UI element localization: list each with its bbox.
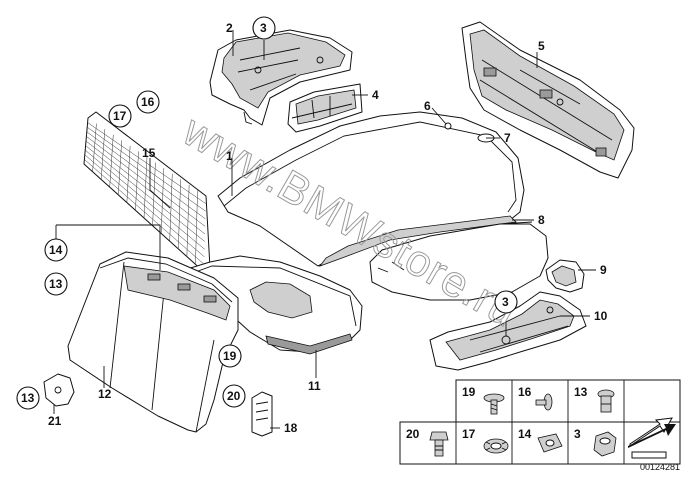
legend-3: 3 <box>574 427 581 441</box>
screw-19-icon <box>483 393 505 415</box>
callout-13b-circle <box>16 386 40 410</box>
callout-12: 12 <box>98 387 112 401</box>
callout-6: 6 <box>424 99 431 113</box>
callout-16: 16 <box>141 95 155 109</box>
diagram-id: 00124281 <box>640 462 680 472</box>
callout-17-circle <box>108 104 132 128</box>
callout-3-circle <box>252 16 276 40</box>
callout-3b-circle <box>494 290 518 314</box>
callout-3: 3 <box>260 21 267 35</box>
callout-14-circle <box>44 238 68 262</box>
callout-20-circle <box>222 384 246 408</box>
leader-lines <box>53 30 596 429</box>
legend-13: 13 <box>574 385 588 399</box>
legend-19: 19 <box>462 385 476 399</box>
small-parts-legend: 19 16 13 20 17 14 3 <box>399 379 681 465</box>
callout-8: 8 <box>538 213 545 227</box>
callout-5: 5 <box>538 39 545 53</box>
callout-13: 13 <box>49 277 63 291</box>
callout-21: 21 <box>48 414 62 428</box>
callout-1: 1 <box>226 149 233 163</box>
callout-9: 9 <box>600 263 607 277</box>
callout-10: 10 <box>594 309 608 323</box>
callout-2: 2 <box>226 21 233 35</box>
callouts: 2 3 4 5 6 7 1 8 9 3 10 11 12 16 17 15 14… <box>16 16 608 435</box>
callout-20: 20 <box>227 389 241 403</box>
part-4-bracket <box>287 83 363 133</box>
part-1-floor-carpet <box>217 111 525 267</box>
callout-19: 19 <box>223 349 237 363</box>
rivet-16-icon <box>535 393 553 411</box>
legend-20: 20 <box>406 427 420 441</box>
callout-15: 15 <box>142 146 156 160</box>
part-10-bracket <box>429 291 587 371</box>
part-5-trim-panel <box>461 21 635 179</box>
legend-16: 16 <box>518 385 532 399</box>
legend-14: 14 <box>518 427 532 441</box>
callout-4: 4 <box>372 88 379 102</box>
callout-19-circle <box>218 344 242 368</box>
part-9-clip <box>545 259 585 293</box>
arrow-icon <box>628 417 676 459</box>
callout-17: 17 <box>113 109 127 123</box>
part-6-pin <box>444 122 452 130</box>
nut-3-icon <box>593 431 617 457</box>
callout-13b: 13 <box>21 391 35 405</box>
nut-clip-14-icon <box>537 433 563 453</box>
callout-18: 18 <box>284 421 298 435</box>
part-8-floor-cover <box>369 221 549 301</box>
bolt-20-icon <box>429 431 449 457</box>
callout-7: 7 <box>504 131 511 145</box>
callout-13-circle <box>44 272 68 296</box>
callout-11: 11 <box>308 379 321 393</box>
callout-14: 14 <box>49 243 63 257</box>
part-18-strip <box>251 391 273 437</box>
part-11-floor-panel <box>183 255 363 355</box>
washer-17-icon <box>483 438 509 454</box>
part-12-panel <box>67 251 239 433</box>
callout-3b: 3 <box>502 295 509 309</box>
clip-13-icon <box>597 389 615 413</box>
callout-16-circle <box>136 90 160 114</box>
part-2-bracket <box>209 29 353 126</box>
legend-17: 17 <box>462 427 476 441</box>
part-21-hinge <box>43 373 75 407</box>
